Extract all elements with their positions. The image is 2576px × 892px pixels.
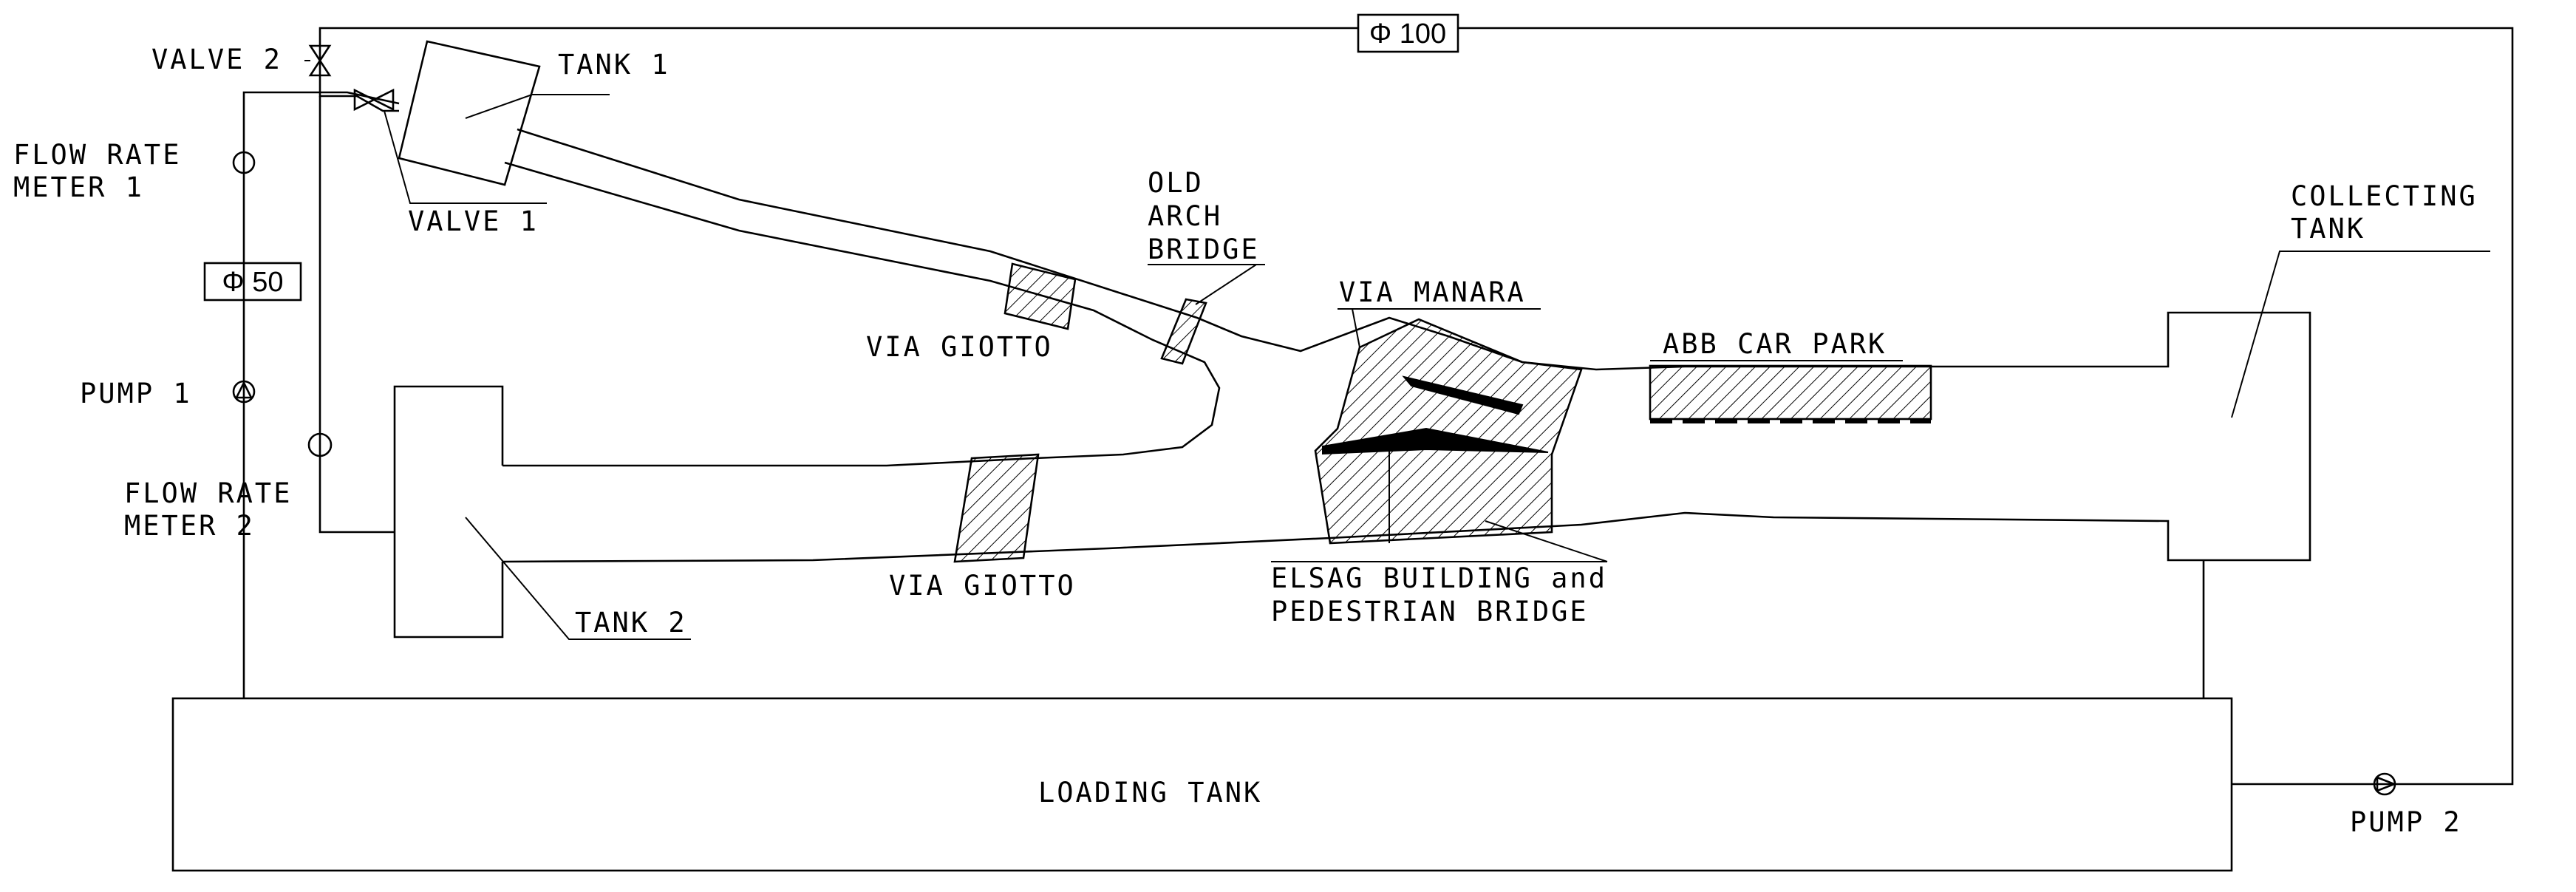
- pipe-100-box: [1357, 13, 1459, 53]
- pump-1-arrow: [234, 381, 253, 399]
- pipe-100-label: Φ 100: [1369, 18, 1446, 50]
- upper-channel-bottom: [502, 161, 1221, 467]
- abb-car-park-label: ABB CAR PARK: [1663, 328, 1887, 360]
- pipe-to-tank-2: [318, 443, 395, 534]
- valve-1-leader: [384, 110, 547, 204]
- old-arch-bridge-label-line3: BRIDGE: [1148, 234, 1260, 265]
- tank-1: [398, 40, 541, 186]
- tank-2-leader: [465, 517, 691, 640]
- pipe-phi-50: [242, 91, 400, 698]
- elsag-dark-wedge-upper: [1402, 375, 1524, 415]
- elsag-building-section: [1314, 318, 1583, 545]
- abb-car-park-section: [1649, 364, 1932, 421]
- elsag-label-line2: PEDESTRIAN BRIDGE: [1271, 596, 1589, 627]
- elsag-leader: [1485, 520, 1608, 562]
- loading-tank-label: LOADING TANK: [1038, 777, 1262, 808]
- collecting-tank-label-line1: COLLECTING: [2291, 180, 2478, 212]
- pipe-phi-100: [318, 27, 2514, 786]
- valve-2-icon: [308, 44, 332, 77]
- flow-meter-1-label-line1: FLOW RATE: [13, 139, 181, 171]
- tank-1-leader: [465, 94, 610, 119]
- flow-meter-1-label-line2: METER 1: [13, 171, 144, 203]
- pump-2-arrow: [2376, 776, 2397, 792]
- old-arch-leader: [1195, 264, 1264, 305]
- flow-meter-1-icon: [232, 151, 256, 174]
- via-giotto-upper-label: VIA GIOTTO: [866, 331, 1053, 363]
- tank-1-label: TANK 1: [558, 49, 670, 81]
- tank-2-label: TANK 2: [575, 607, 687, 639]
- flow-meter-2-label-line2: METER 2: [124, 510, 255, 542]
- via-giotto-lower-label: VIA GIOTTO: [889, 570, 1076, 602]
- pump-1-label: PUMP 1: [80, 378, 192, 409]
- elsag-dark-wedge-lower: [1322, 427, 1549, 455]
- pump-2-label: PUMP 2: [2350, 806, 2462, 838]
- old-arch-bridge-label-line1: OLD: [1148, 167, 1204, 199]
- flow-meter-2-icon: [307, 432, 333, 457]
- old-arch-bridge-label-line2: ARCH: [1148, 200, 1222, 232]
- tank-2: [393, 385, 504, 639]
- valve-1-label: VALVE 1: [408, 205, 539, 237]
- flow-meter-2-label-line1: FLOW RATE: [124, 477, 292, 509]
- collecting-tank-leader: [2231, 251, 2490, 418]
- elsag-label-line1: ELSAG BUILDING and: [1271, 562, 1607, 594]
- valve-2-label: VALVE 2: [151, 44, 282, 75]
- pipe-50-box: [203, 262, 302, 302]
- via-manara-leader: [1352, 308, 1360, 348]
- via-manara-label: VIA MANARA: [1339, 276, 1526, 308]
- pipe-50-label: Φ 50: [222, 267, 283, 298]
- via-giotto-upper-section: [1004, 262, 1077, 330]
- collecting-tank-label-line2: TANK: [2291, 213, 2365, 245]
- via-giotto-lower-section: [953, 453, 1040, 563]
- valve-1-icon: [353, 88, 395, 112]
